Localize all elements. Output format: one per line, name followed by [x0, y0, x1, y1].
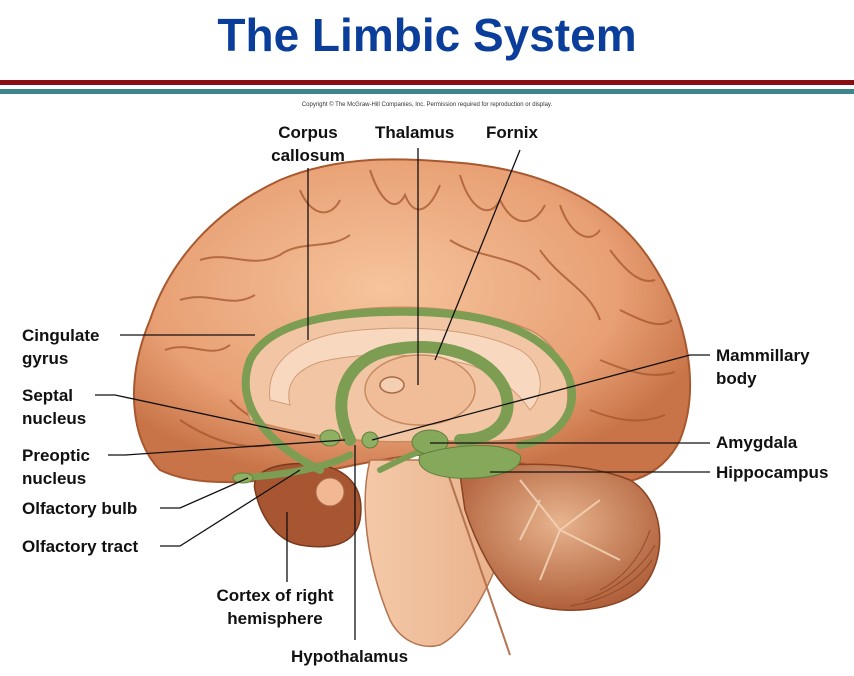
label-fornix: Fornix	[486, 123, 538, 142]
leader-septal-nucleus	[95, 394, 316, 439]
cerebellum	[459, 463, 661, 611]
label-corpus-callosum: Corpus callosum	[262, 121, 354, 167]
label-hypothalamus: Hypothalamus	[291, 647, 409, 666]
label-cortex-right-hemisphere: Cortex of right hemisphere	[205, 584, 345, 630]
label-septal-nucleus: Septal nucleus	[22, 384, 86, 430]
divider-teal	[0, 89, 854, 94]
label-line: body	[716, 369, 757, 388]
cerebellum-folia	[519, 479, 621, 581]
label-amygdala: Amygdala	[716, 433, 798, 452]
label-line: Septal	[22, 386, 74, 405]
label-line: Cortex of right	[216, 586, 334, 605]
label-line: Corpus	[278, 123, 338, 142]
label-line: gyrus	[22, 349, 69, 368]
label-hippocampus: Hippocampus	[716, 463, 829, 482]
label-line: Mammillary	[716, 346, 810, 365]
leader-fornix	[434, 149, 521, 361]
thalamus	[364, 354, 476, 426]
leader-olfactory-bulb	[160, 477, 249, 509]
fourth-ventricle-line	[444, 464, 511, 656]
leader-lines	[95, 148, 710, 640]
interthalamic-adhesion	[379, 376, 405, 394]
label-olfactory-bulb: Olfactory bulb	[22, 499, 138, 518]
optic-chiasm	[315, 477, 345, 507]
olfactory-bulb	[232, 472, 254, 484]
cingulate-arc	[241, 307, 577, 474]
cortex-sulci	[164, 169, 676, 448]
mammillary-body	[361, 431, 379, 449]
leader-olfactory-tract	[160, 469, 301, 547]
corpus-callosum	[269, 327, 541, 411]
label-line: hemisphere	[227, 609, 323, 628]
fornix-arc	[335, 341, 514, 446]
label-mammillary-body: Mammillary body	[716, 344, 810, 390]
label-line: nucleus	[22, 469, 87, 488]
label-line: nucleus	[22, 409, 87, 428]
label-cingulate-gyrus: Cingulate gyrus	[22, 324, 99, 370]
leader-mammillary-body	[371, 354, 710, 441]
page-title: The Limbic System	[217, 9, 637, 61]
label-thalamus: Thalamus	[375, 123, 455, 142]
septal-nucleus	[319, 429, 341, 447]
divider-red	[0, 80, 854, 85]
copyright-notice: Copyright © The McGraw-Hill Companies, I…	[301, 102, 553, 108]
leader-preoptic-nucleus	[108, 439, 346, 456]
label-line: Cingulate	[22, 326, 100, 345]
hippocampus	[418, 445, 521, 479]
label-line: Preoptic	[22, 446, 91, 465]
label-line: callosum	[271, 146, 345, 165]
label-preoptic-nucleus: Preoptic nucleus	[22, 444, 90, 490]
label-olfactory-tract: Olfactory tract	[22, 537, 139, 556]
